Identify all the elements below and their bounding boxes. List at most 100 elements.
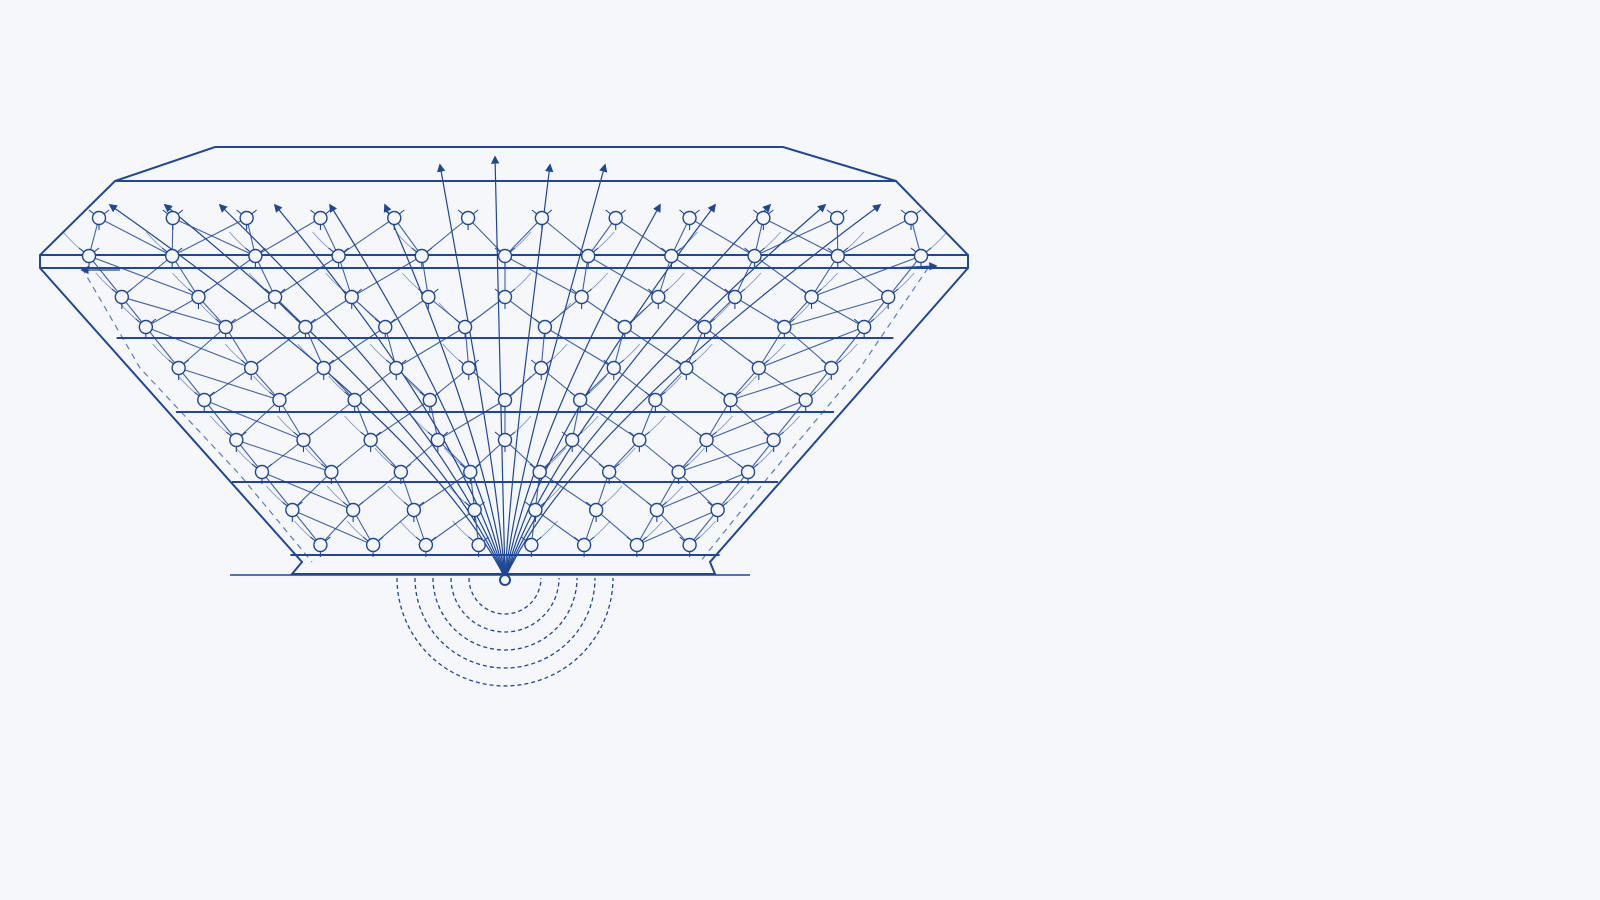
lattice-bond [437, 439, 471, 473]
wavefront-arc [468, 577, 542, 615]
lattice-bond [671, 255, 736, 298]
lattice-bond [338, 217, 395, 257]
hidden-edge-left [81, 267, 313, 563]
lattice-node [285, 502, 300, 518]
lattice-node [114, 289, 130, 305]
lattice-node [648, 392, 663, 408]
emission-ray [490, 155, 506, 579]
hidden-edge-right [699, 267, 929, 563]
lattice-bond [291, 509, 321, 546]
lattice-node [365, 537, 381, 553]
lattice-bond [678, 471, 719, 511]
lattice-bond [734, 296, 785, 328]
lattice-node [576, 537, 592, 553]
lattice-nodes [78, 209, 932, 557]
lattice-node [460, 210, 476, 226]
lattice-node [664, 248, 679, 264]
lattice-bond [304, 326, 325, 369]
lattice-bond [172, 217, 256, 257]
lattice-node [532, 464, 547, 480]
lattice-bond [254, 255, 276, 298]
lattice-bond [730, 399, 775, 441]
lattice-bond [539, 439, 573, 473]
lattice-node [254, 464, 270, 480]
lattice-node [422, 392, 438, 408]
lattice-node [414, 248, 429, 264]
lattice-node [239, 210, 254, 226]
lattice-bond [330, 471, 354, 511]
lattice-node [601, 464, 617, 480]
lattice-node [406, 502, 422, 518]
lattice-bond [758, 326, 785, 369]
lattice-bond [437, 399, 506, 441]
lattice-bond [145, 326, 252, 369]
lattice-bond [587, 217, 617, 257]
lattice-node [723, 392, 738, 408]
lattice-node [463, 464, 478, 480]
lattice-bond [706, 399, 806, 441]
lattice-bond [171, 217, 247, 257]
lattice-bond [624, 326, 687, 369]
lattice-bond [754, 255, 812, 298]
lattice-node [344, 289, 359, 305]
lattice-bond [225, 296, 276, 328]
emission-ray [504, 163, 608, 579]
lattice-node [363, 432, 378, 448]
lattice-bond [689, 217, 755, 257]
lattice-node [824, 360, 839, 376]
lattice-node [671, 464, 686, 480]
lattice-node [316, 360, 331, 376]
lattice-node [393, 464, 409, 480]
lattice-bond [656, 509, 691, 546]
lattice-node [617, 319, 632, 335]
gem-body-outline [39, 180, 969, 575]
lattice-node [497, 248, 513, 264]
girdle-arrow-right [889, 262, 938, 271]
emission-ray [383, 203, 506, 579]
lattice-node [313, 537, 328, 553]
lattice-bond [504, 255, 582, 298]
lattice-node [682, 537, 697, 553]
lattice-node [430, 432, 446, 448]
wavefront-arcs [396, 577, 614, 687]
lattice-bond [384, 296, 429, 328]
lattice-bond [837, 217, 912, 257]
lattice-node [528, 502, 543, 518]
lattice-bond [278, 399, 304, 441]
lattice-node [467, 502, 482, 518]
lattice-node [574, 289, 589, 305]
lattice-bond [395, 326, 466, 369]
lattice-bond [323, 326, 386, 369]
lattice-node [164, 248, 180, 264]
lattice-node [727, 289, 743, 305]
lattice-node [766, 432, 781, 448]
lattice-bond [274, 255, 339, 298]
lattice-node [171, 360, 186, 376]
lattice-bond [717, 471, 749, 511]
lattice-node [798, 392, 813, 408]
lattice-node [389, 360, 404, 376]
lattice-node [298, 319, 313, 335]
lattice-node [497, 392, 513, 408]
lattice-bond [587, 255, 659, 298]
lattice-node [331, 248, 346, 264]
lattice-bond [235, 399, 280, 441]
lattice-node [572, 392, 588, 408]
lattice-bond [204, 399, 304, 441]
lattice-node [913, 248, 929, 264]
lattice-node [461, 360, 476, 376]
lattice-node [421, 289, 436, 305]
lattice-node [903, 210, 919, 226]
lattice-node [313, 210, 328, 226]
lattice-node [740, 464, 756, 480]
lattice-node [682, 210, 697, 226]
lattice-node [747, 248, 762, 264]
lattice-node [378, 319, 393, 335]
lattice-node [588, 502, 604, 518]
lattice-node [197, 392, 212, 408]
lattice-node [497, 289, 513, 305]
lattice-bond [754, 217, 838, 257]
crown-top-edge [114, 146, 897, 182]
lattice-bond [773, 399, 807, 441]
lattice-bond [413, 471, 471, 511]
